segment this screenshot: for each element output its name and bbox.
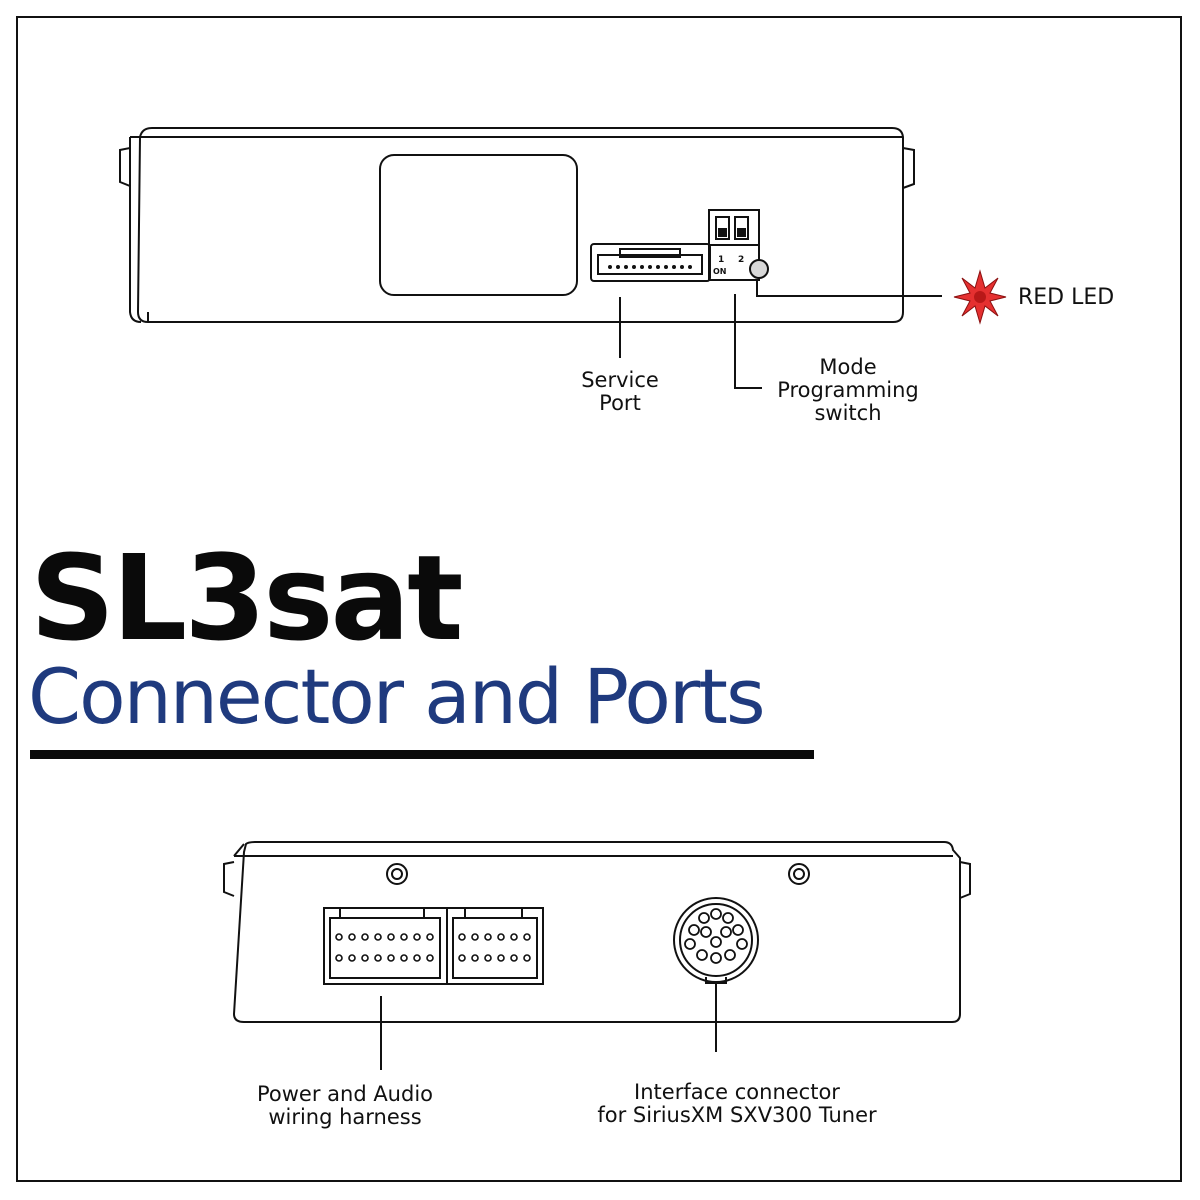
top-device-housing <box>119 127 915 323</box>
title-underline <box>30 750 814 759</box>
service-port-label-line-1: Service <box>581 368 659 392</box>
mode-switch-label-line-3: switch <box>814 401 882 425</box>
switch-mark-1: 1 <box>718 255 724 265</box>
mount-screw-right <box>788 863 810 885</box>
switch-mark-2: 2 <box>738 255 744 265</box>
harness-label-line-2: wiring harness <box>268 1105 422 1129</box>
harness-label: Power and Audio wiring harness <box>235 1083 455 1129</box>
mode-switch-label-line-2: Programming <box>777 378 919 402</box>
harness-connector <box>323 907 544 985</box>
page-subtitle: Connector and Ports <box>28 652 766 741</box>
led-leader <box>756 281 942 297</box>
bottom-device-housing <box>223 841 971 1023</box>
label-window <box>379 154 578 296</box>
service-port-label-line-2: Port <box>599 391 641 415</box>
red-led-icon <box>953 269 1007 325</box>
interface-connector <box>673 897 759 984</box>
image-border <box>16 16 1182 1182</box>
interface-label-line-2: for SiriusXM SXV300 Tuner <box>597 1103 877 1127</box>
switch-mark-on: ON <box>713 267 727 276</box>
service-port-label: Service Port <box>560 369 680 415</box>
interface-label: Interface connector for SiriusXM SXV300 … <box>577 1081 897 1127</box>
mount-screw-left <box>386 863 408 885</box>
interface-label-line-1: Interface connector <box>634 1080 840 1104</box>
harness-label-line-1: Power and Audio <box>256 1082 434 1106</box>
red-led-label: RED LED <box>1018 285 1115 310</box>
page-title: SL3sat <box>30 529 464 667</box>
mode-switch-label-line-1: Mode <box>819 355 877 379</box>
mode-switch-leader <box>734 294 762 389</box>
mode-switch-label: Mode Programming switch <box>762 356 934 425</box>
mode-dip-switch <box>708 209 760 281</box>
service-port <box>590 243 711 282</box>
led-indicator <box>749 259 769 279</box>
